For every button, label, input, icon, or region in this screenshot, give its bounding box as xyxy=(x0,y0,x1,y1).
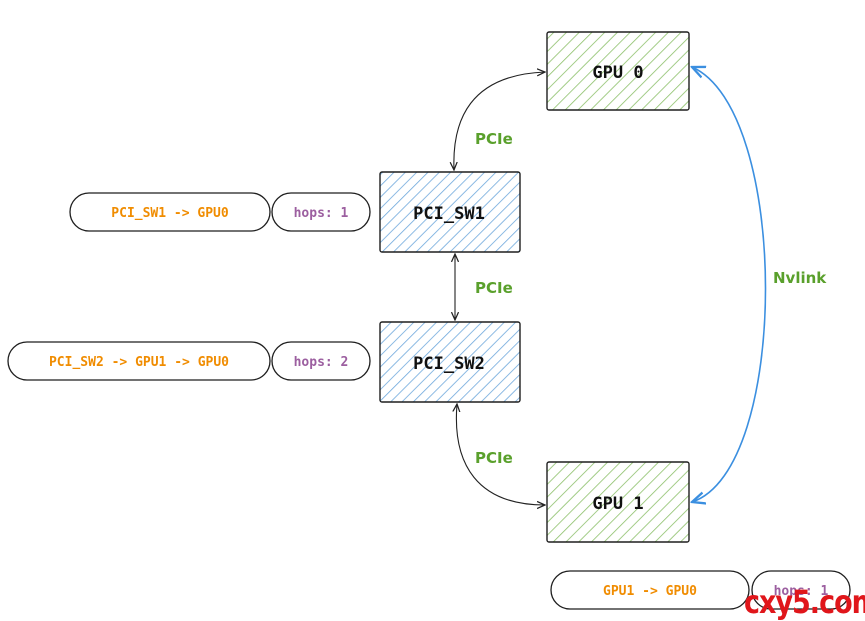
pci-sw1-label: PCI_SW1 xyxy=(413,204,485,224)
route-path: PCI_SW1 -> GPU0 xyxy=(111,206,229,221)
pcie-label-bottom: PCIe xyxy=(475,449,513,467)
route-pci-sw1-gpu0: PCI_SW1 -> GPU0 hops: 1 xyxy=(69,192,371,232)
gpu1-label: GPU 1 xyxy=(592,494,643,514)
pcie-edge-sw1-gpu0 xyxy=(454,72,545,170)
route-hops: hops: 1 xyxy=(774,584,829,599)
route-gpu1-gpu0: GPU1 -> GPU0 hops: 1 xyxy=(550,570,851,610)
nvlink-edge-gpu1-gpu0 xyxy=(692,67,767,502)
pci-sw2-node: PCI_SW2 xyxy=(379,321,521,403)
nvlink-label: Nvlink xyxy=(773,269,827,287)
route-path: PCI_SW2 -> GPU1 -> GPU0 xyxy=(49,355,229,370)
gpu1-node: GPU 1 xyxy=(546,461,690,543)
pci-sw1-node: PCI_SW1 xyxy=(379,171,521,253)
route-pci-sw2-gpu1-gpu0: PCI_SW2 -> GPU1 -> GPU0 hops: 2 xyxy=(7,341,371,381)
route-hops: hops: 1 xyxy=(294,206,349,221)
pcie-label-mid: PCIe xyxy=(475,279,513,297)
gpu0-label: GPU 0 xyxy=(592,63,643,83)
route-hops: hops: 2 xyxy=(294,355,349,370)
watermark: cxy5.com xyxy=(744,584,865,621)
pci-sw2-label: PCI_SW2 xyxy=(413,354,485,374)
pcie-label-top: PCIe xyxy=(475,130,513,148)
gpu0-node: GPU 0 xyxy=(546,31,690,111)
route-path: GPU1 -> GPU0 xyxy=(603,584,697,599)
pcie-edge-sw2-gpu1 xyxy=(456,404,545,505)
